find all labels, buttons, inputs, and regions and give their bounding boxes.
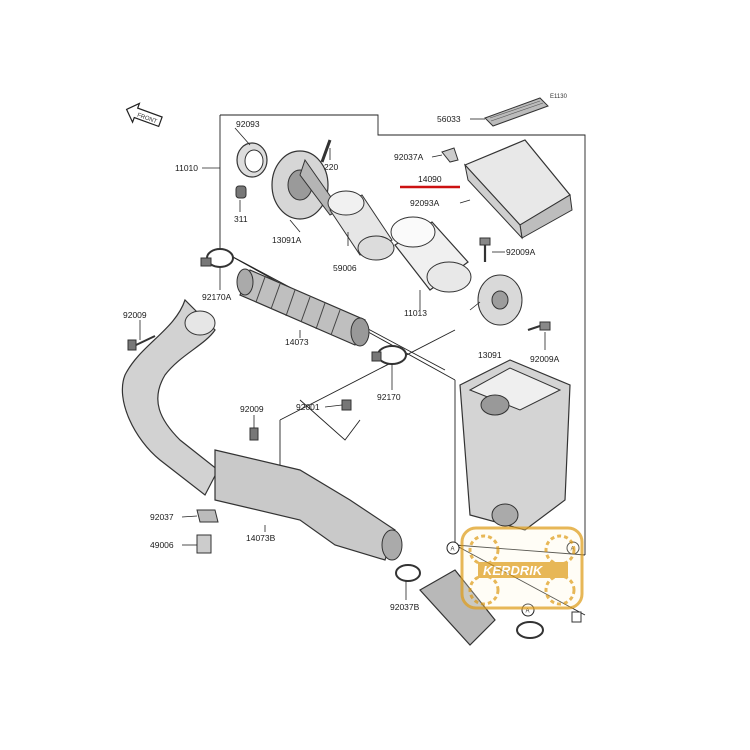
callout-56033: 56033 — [437, 114, 461, 124]
cap-part — [235, 185, 247, 199]
callout-59006: 59006 — [333, 263, 357, 273]
svg-text:A: A — [451, 547, 455, 553]
bushing-part — [196, 534, 212, 554]
callout-92009-mid: 92009 — [240, 404, 264, 414]
callout-92170a: 92170A — [202, 292, 232, 302]
callout-11013: 11013 — [404, 308, 427, 318]
callout-14073: 14073 — [285, 337, 309, 347]
clip-part — [441, 147, 459, 163]
ref-marker-a1: A — [446, 541, 460, 555]
callout-14073b: 14073B — [246, 533, 276, 543]
diagram-code: E1130 — [550, 94, 568, 100]
front-arrow-icon: FRONT — [125, 102, 163, 128]
watermark-logo: KERDRIK — [460, 526, 584, 610]
callout-92037: 92037 — [150, 512, 174, 522]
ref-box — [571, 611, 582, 623]
callout-49006: 49006 — [150, 540, 174, 550]
label-sticker-part — [484, 97, 549, 127]
callout-92001: 92001 — [296, 402, 320, 412]
callout-92093: 92093 — [236, 119, 260, 129]
callout-220: 220 — [324, 162, 338, 172]
lower-duct-part — [214, 449, 403, 561]
leader-lines — [139, 118, 546, 600]
callout-13091: 13091 — [478, 350, 502, 360]
callout-13091a: 13091A — [272, 235, 302, 245]
inlet-plate-part — [477, 274, 523, 326]
boot-part — [395, 564, 496, 646]
callout-92037a: 92037A — [394, 152, 424, 162]
filter-element-part — [327, 190, 395, 261]
callout-92009a-upper: 92009A — [506, 247, 536, 257]
watermark-text: KERDRIK — [483, 563, 544, 578]
assembly-frame — [220, 114, 586, 555]
clamp-lower-part — [371, 345, 407, 365]
svg-text:A: A — [526, 609, 530, 615]
clip-lower-part — [196, 509, 219, 523]
callout-92170: 92170 — [377, 392, 401, 402]
clamp-part — [200, 248, 234, 268]
bolt-lower-part — [527, 321, 551, 332]
ribbed-duct-part — [236, 268, 370, 347]
callout-92037b: 92037B — [390, 602, 420, 612]
callout-92093a: 92093A — [410, 198, 440, 208]
airbox-cover-part — [463, 139, 573, 240]
callout-11010: 11010 — [175, 163, 198, 173]
callout-14090: 14090 — [418, 174, 442, 184]
callout-92009a-lower: 92009A — [530, 354, 560, 364]
bolt-part — [479, 237, 491, 262]
seal-ring-part — [236, 142, 268, 178]
bolt-mid-part — [249, 427, 259, 441]
filter-sleeve-part — [390, 216, 472, 293]
clamp-right-part — [516, 621, 544, 639]
bolt-92001-part — [341, 399, 352, 411]
bolt-left-part — [127, 335, 156, 351]
screw-part — [320, 139, 332, 163]
callout-92009-left: 92009 — [123, 310, 147, 320]
intake-pipe-part — [121, 298, 219, 496]
airbox-case-part — [459, 359, 571, 531]
callout-311: 311 — [234, 214, 248, 224]
